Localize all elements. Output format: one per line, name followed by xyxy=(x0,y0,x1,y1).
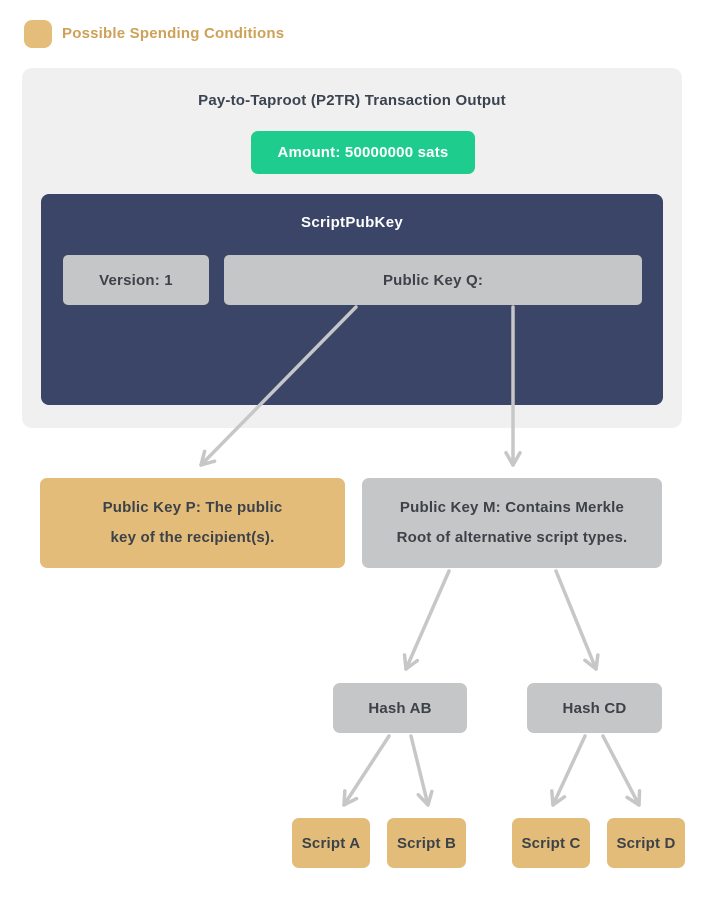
arrow-hash-ab-to-script-a xyxy=(342,734,391,807)
hash-ab-node: Hash AB xyxy=(333,683,467,733)
arrow-m-to-hash-cd xyxy=(554,569,600,671)
public-key-p-line2: key of the recipient(s). xyxy=(110,529,275,546)
version-field: Version: 1 xyxy=(63,255,209,305)
public-key-m-line1: Public Key M: Contains Merkle xyxy=(399,499,625,516)
script-c-node: Script C xyxy=(512,818,590,868)
script-b-node: Script B xyxy=(387,818,466,868)
public-key-m-node: Public Key M: Contains Merkle Root of al… xyxy=(362,478,662,568)
arrow-hash-ab-to-script-b xyxy=(409,734,434,807)
arrow-m-to-hash-ab xyxy=(402,569,451,671)
legend-label: Possible Spending Conditions xyxy=(62,25,285,42)
public-key-q-field: Public Key Q: xyxy=(224,255,642,305)
amount-badge: Amount: 50000000 sats xyxy=(251,131,475,174)
scriptpubkey-title: ScriptPubKey xyxy=(301,214,403,231)
spending-condition-swatch-icon xyxy=(24,20,52,48)
public-key-m-line2: Root of alternative script types. xyxy=(396,529,628,546)
public-key-p-node: Public Key P: The public key of the reci… xyxy=(40,478,345,568)
arrow-hash-cd-to-script-c xyxy=(550,734,587,807)
arrow-hash-cd-to-script-d xyxy=(601,734,642,807)
hash-cd-node: Hash CD xyxy=(527,683,662,733)
script-a-node: Script A xyxy=(292,818,370,868)
scriptpubkey-block: ScriptPubKey Version: 1 Public Key Q: xyxy=(41,194,663,405)
transaction-output-card: Pay-to-Taproot (P2TR) Transaction Output… xyxy=(22,68,682,428)
public-key-p-line1: Public Key P: The public xyxy=(102,499,283,516)
script-d-node: Script D xyxy=(607,818,685,868)
card-title: Pay-to-Taproot (P2TR) Transaction Output xyxy=(198,92,506,109)
